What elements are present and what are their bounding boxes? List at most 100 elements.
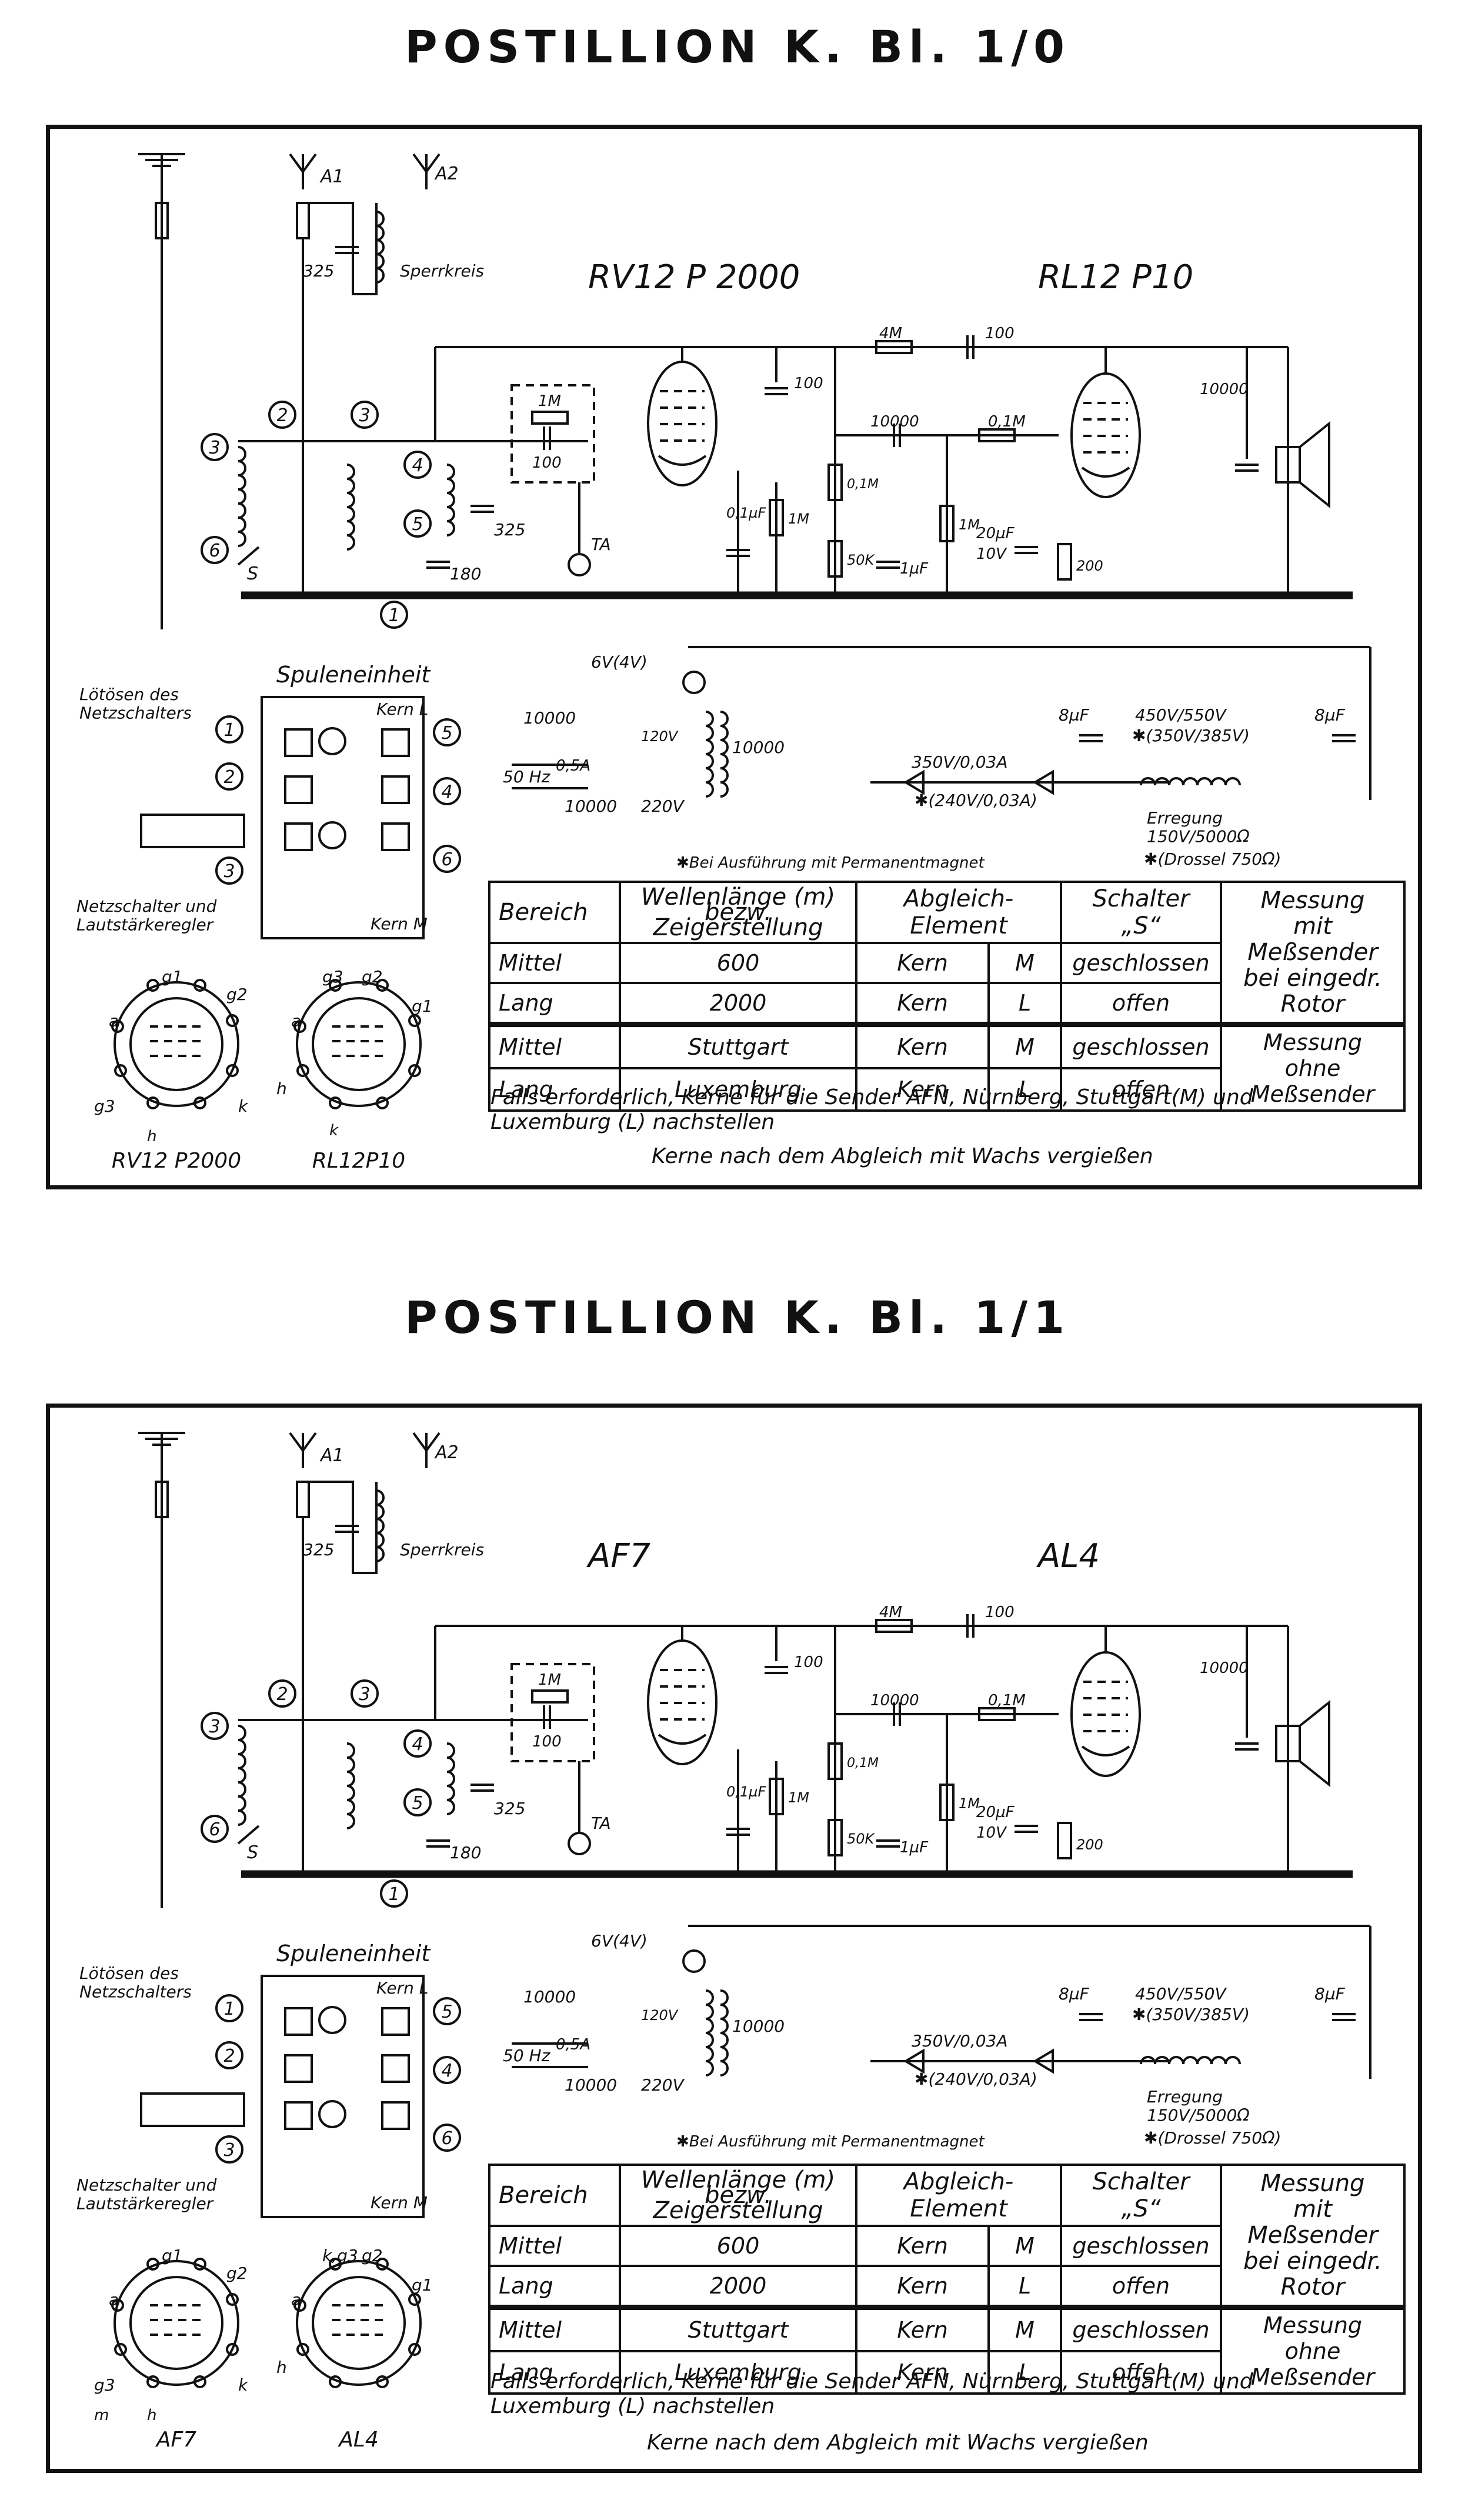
coil-unit-terminal — [284, 2054, 313, 2083]
terminal-number: 4 — [412, 1734, 423, 1755]
label-100a: 100 — [985, 325, 1015, 342]
pin-label: a — [291, 1011, 301, 1031]
label-220v: 220V — [641, 2075, 685, 2095]
label-120v: 120V — [641, 728, 679, 745]
label-volt: 450V/550V — [1135, 1984, 1227, 2004]
sheet-title-2: POSTILLION K. Bl. 1/1 — [404, 1291, 1071, 1344]
terminal-number — [351, 1679, 379, 1708]
pin-label: g1 — [412, 2275, 433, 2295]
label-10000spk: 10000 — [1200, 381, 1249, 398]
label-10v: 10V — [976, 1824, 1007, 1842]
label-325b: 325 — [494, 520, 525, 539]
terminal-number — [268, 401, 296, 429]
terminal-number: 3 — [209, 1716, 220, 1737]
cell: geschlossen — [1060, 1022, 1222, 1070]
antenna-icon — [412, 153, 441, 189]
label-loetoesen: Lötösen des — [79, 1964, 179, 1983]
th-abgleich: Abgleich-Element — [855, 881, 1062, 944]
th-schalter: Schalter „S“ — [1060, 881, 1222, 944]
wire — [309, 202, 378, 295]
label-volt2: ✱(350V/385V) — [1132, 2005, 1250, 2024]
socket-left-envelope — [129, 997, 223, 1091]
coil-unit-box — [261, 1975, 425, 2218]
label-volt2: ✱(350V/385V) — [1132, 726, 1250, 745]
label-8ua: 8µF — [1059, 1984, 1090, 2004]
coil-mid — [346, 464, 355, 551]
resistor-50k — [827, 1819, 843, 1856]
resistor-4m — [875, 340, 913, 354]
socket-pin — [329, 1096, 342, 1109]
cell: 2000 — [619, 982, 857, 1026]
pin-label: a — [291, 2290, 301, 2309]
pin-label: g3 — [94, 1096, 115, 1116]
socket-right — [296, 2260, 422, 2386]
tube-title-output: RL12 P10 — [1038, 258, 1193, 296]
label-20uf: 20µF — [976, 1804, 1015, 1821]
cell: Lang — [488, 2265, 621, 2309]
terminal-number: 6 — [441, 2128, 452, 2149]
label-10000d: 10000 — [732, 2016, 785, 2036]
switch-s — [237, 1825, 260, 1845]
tube-title-preamp: RV12 P 2000 — [588, 258, 800, 296]
label-4m: 4M — [879, 1604, 902, 1621]
coil-unit-terminal — [381, 728, 410, 757]
cell: 600 — [619, 942, 857, 984]
label-erregung: 150V/5000Ω — [1147, 826, 1250, 846]
label-kernm: Kern M — [371, 2193, 428, 2212]
pin-label: g2 — [362, 967, 383, 986]
measure-cell-2: Messung ohne Meßsender — [1220, 1022, 1406, 1112]
transformer — [705, 711, 714, 798]
terminal-number — [215, 1994, 243, 2022]
label-01uf: 0,1µF — [726, 505, 766, 521]
label-180: 180 — [450, 1843, 481, 1862]
pin-label: h — [147, 2406, 156, 2424]
cell: M — [987, 942, 1062, 984]
socket-pin — [193, 2258, 206, 2271]
label-erregung: Erregung — [1147, 808, 1223, 828]
label-volt: 450V/550V — [1135, 705, 1227, 725]
socket-pin — [226, 2293, 239, 2306]
terminal-number: 1 — [388, 605, 399, 626]
label-6v: 6V(4V) — [591, 652, 648, 672]
label-1mb: 1M — [959, 516, 980, 533]
label-8ua: 8µF — [1059, 705, 1090, 725]
label-a2: A2 — [434, 1442, 459, 1463]
terminal-number — [433, 718, 461, 746]
terminal-number: 5 — [441, 2002, 452, 2022]
choke-coil — [1140, 2056, 1241, 2065]
socket-pin — [376, 2258, 389, 2271]
coil-right — [446, 1742, 455, 1815]
terminal-number — [201, 1712, 229, 1740]
label-drossel: ✱(Drossel 750Ω) — [1144, 2128, 1281, 2148]
terminal-number — [433, 845, 461, 873]
resistor-50k — [827, 540, 843, 578]
cell: Stuttgart — [619, 1022, 857, 1070]
speaker-icon — [1275, 1725, 1301, 1762]
socket-pin — [226, 2343, 239, 2356]
socket-pin — [193, 2375, 206, 2388]
socket-pin — [296, 2343, 309, 2356]
note-wax-2: Kerne nach dem Abgleich mit Wachs vergie… — [647, 2431, 1149, 2455]
alignment-table-2: Bereich Wellenlänge (m) bezw. Zeigerstel… — [488, 2164, 1406, 2395]
th-schalter: Schalter „S“ — [1060, 2164, 1222, 2227]
th-bereich: Bereich — [488, 881, 621, 944]
terminal-number — [215, 762, 243, 791]
label-325b: 325 — [494, 1799, 525, 1818]
label-1m: 1M — [538, 392, 561, 410]
tube-name-left: RV12 P2000 — [112, 1149, 241, 1173]
cell: geschlossen — [1060, 942, 1222, 984]
label-01m: 0,1M — [847, 477, 879, 492]
terminal-number — [403, 451, 432, 479]
socket-pin — [226, 1064, 239, 1077]
cell: Lang — [488, 2350, 621, 2395]
label-01uf: 0,1µF — [726, 1784, 766, 1800]
resistor-01m — [827, 1742, 843, 1780]
label-spuleneinheit: Spuleneinheit — [276, 1941, 431, 1966]
socket-pin — [408, 1064, 421, 1077]
tube-name-left: AF7 — [155, 2428, 196, 2452]
label-erregung: 150V/5000Ω — [1147, 2105, 1250, 2125]
transformer — [720, 1989, 729, 2076]
label-6v: 6V(4V) — [591, 1931, 648, 1951]
terminal-number — [403, 1729, 432, 1758]
label-100c: 100 — [794, 1654, 823, 1671]
